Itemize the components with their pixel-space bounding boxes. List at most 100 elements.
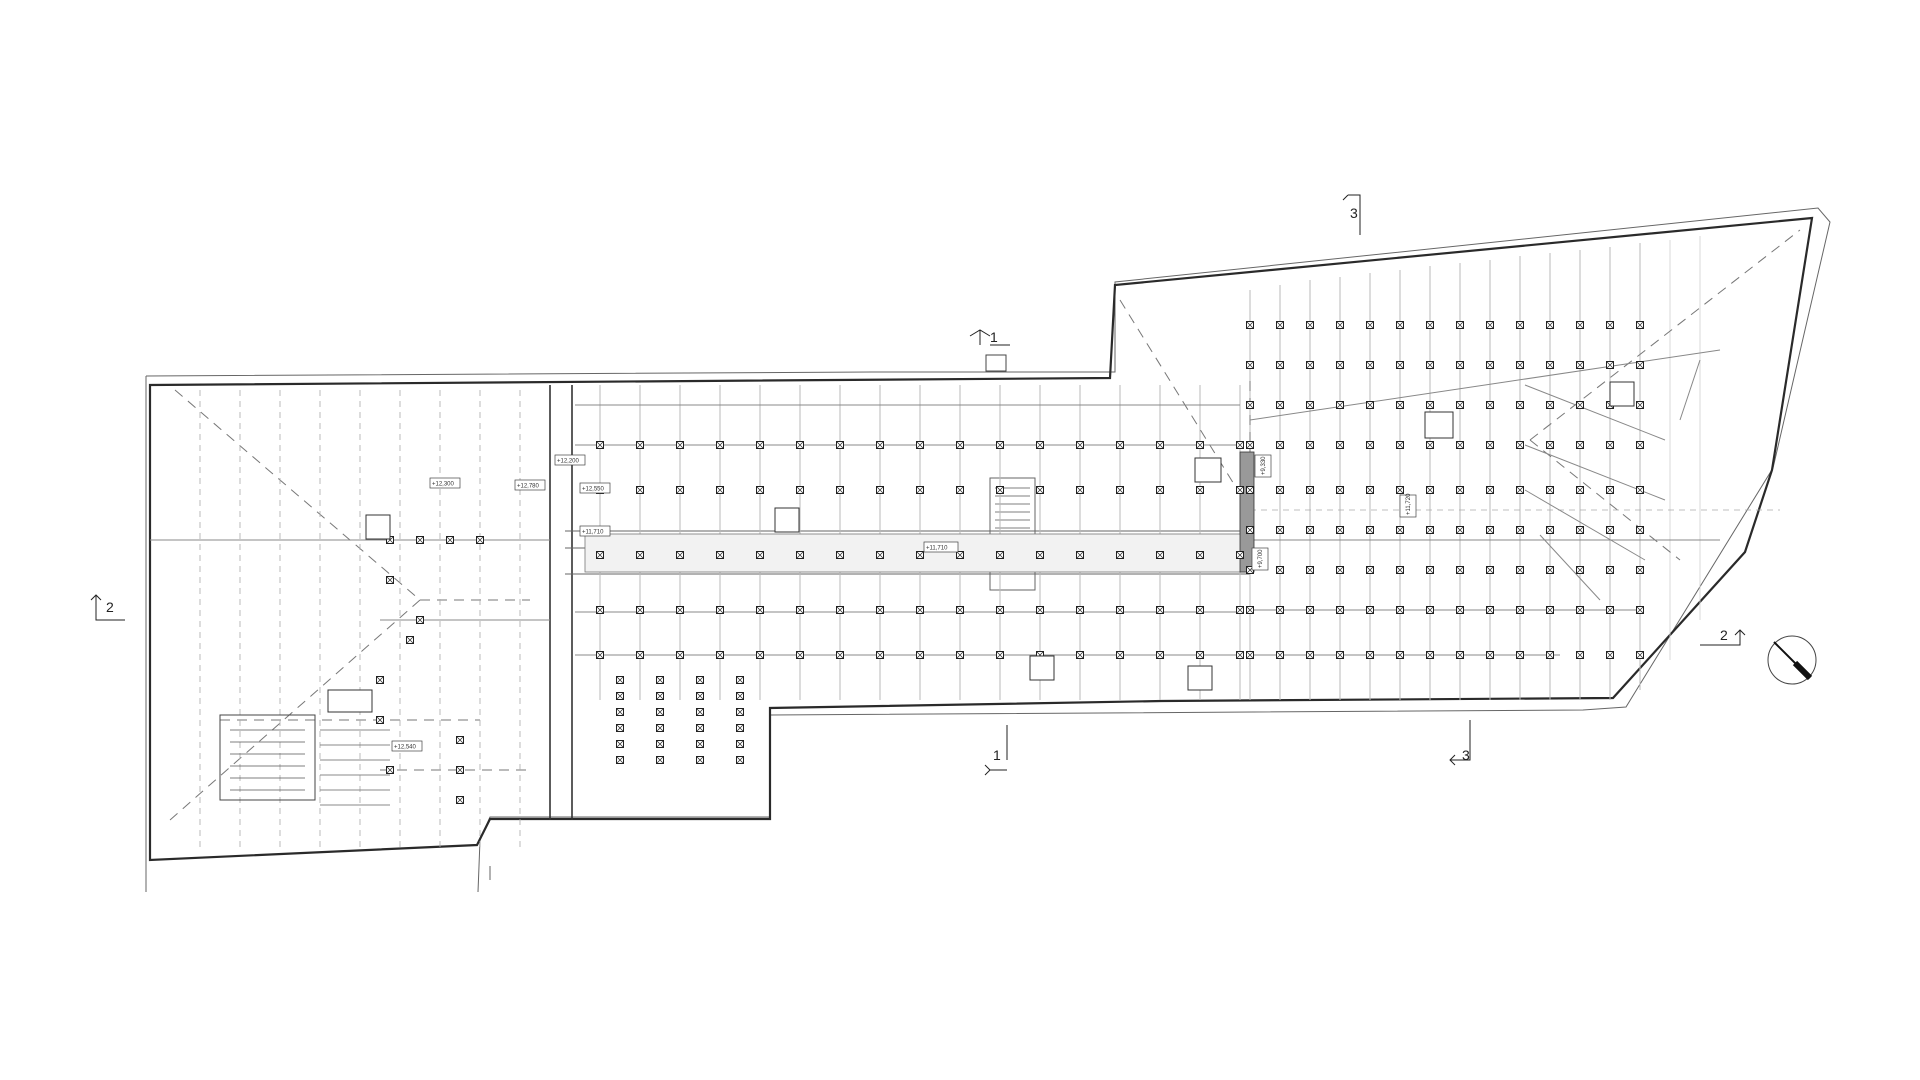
post-cross [716,441,724,449]
post-cross [836,441,844,449]
post-cross [1426,651,1434,659]
post-cross [1576,651,1584,659]
building-outline [148,216,1814,862]
post-cross [916,551,924,559]
level-tag-text: +12,780 [517,484,540,490]
post-cross [1276,606,1284,614]
post-cross [1366,566,1374,574]
vent [1029,655,1055,681]
post-cross [616,708,624,716]
post-cross [1516,526,1524,534]
post-cross [636,551,644,559]
post-cross [1276,486,1284,494]
post-cross [1246,441,1254,449]
post-cross [916,441,924,449]
post-cross [616,740,624,748]
post-cross [406,636,414,644]
post-cross [1236,651,1244,659]
post-cross [1486,321,1494,329]
vent [365,514,391,540]
post-cross [1196,606,1204,614]
level-tag-box [514,479,546,491]
post-cross [1116,551,1124,559]
post-cross [1426,361,1434,369]
post-cross [1396,651,1404,659]
stair-bars [320,729,390,806]
post-cross [416,616,424,624]
level-tag-box [579,482,611,494]
post-cross [456,736,464,744]
post-cross [736,692,744,700]
post-cross [1576,566,1584,574]
post-cross [1636,606,1644,614]
post-cross [756,551,764,559]
post-cross [736,740,744,748]
level-tag-box [429,477,461,489]
post-cross [1516,566,1524,574]
post-cross [1076,441,1084,449]
post-cross [1336,321,1344,329]
post-cross [1486,361,1494,369]
post-cross [916,651,924,659]
post-cross [1546,361,1554,369]
post-cross [386,766,394,774]
post-cross [956,606,964,614]
post-cross [1366,526,1374,534]
post-cross [1576,441,1584,449]
post-cross [836,486,844,494]
post-cross [1036,606,1044,614]
post-cross [796,651,804,659]
post-cross [656,756,664,764]
post-cross [1116,651,1124,659]
post-cross [1306,361,1314,369]
post-cross [1276,566,1284,574]
post-cross [1196,486,1204,494]
post-cross [1486,651,1494,659]
post-cross [876,606,884,614]
vent [1187,665,1213,691]
post-cross [656,676,664,684]
north-arrow-icon [1767,635,1817,685]
post-cross [1396,361,1404,369]
vent [1194,457,1222,483]
post-cross [1246,361,1254,369]
post-cross [1336,651,1344,659]
post-cross [596,606,604,614]
post-cross [1636,361,1644,369]
post-cross [836,651,844,659]
post-cross [636,606,644,614]
post-cross [1366,651,1374,659]
post-cross [1546,526,1554,534]
post-cross [456,796,464,804]
post-cross [1246,651,1254,659]
post-cross [1546,321,1554,329]
post-cross [756,606,764,614]
post-cross [656,692,664,700]
post-cross [1036,441,1044,449]
post-cross [1456,526,1464,534]
post-cross [1606,526,1614,534]
post-cross [736,676,744,684]
post-cross [1606,606,1614,614]
hip-line-2 [169,599,421,821]
post-cross [1336,606,1344,614]
post-cross [1246,526,1254,534]
post-cross [1546,441,1554,449]
post-cross [1306,486,1314,494]
post-cross [676,651,684,659]
level-tag-text: +11,710 [926,546,948,552]
post-cross [1606,566,1614,574]
post-cross [696,740,704,748]
post-cross [1336,361,1344,369]
level-tag-box [923,541,959,553]
level-tag-text: +9,330 [1261,456,1267,475]
post-cross [676,606,684,614]
post-cross [696,756,704,764]
level-tag-box [1251,547,1269,571]
post-cross [1116,486,1124,494]
post-cross [1576,606,1584,614]
post-cross [1396,566,1404,574]
vent [774,507,800,533]
post-cross [736,724,744,732]
svg-text:2: 2 [1720,627,1728,643]
